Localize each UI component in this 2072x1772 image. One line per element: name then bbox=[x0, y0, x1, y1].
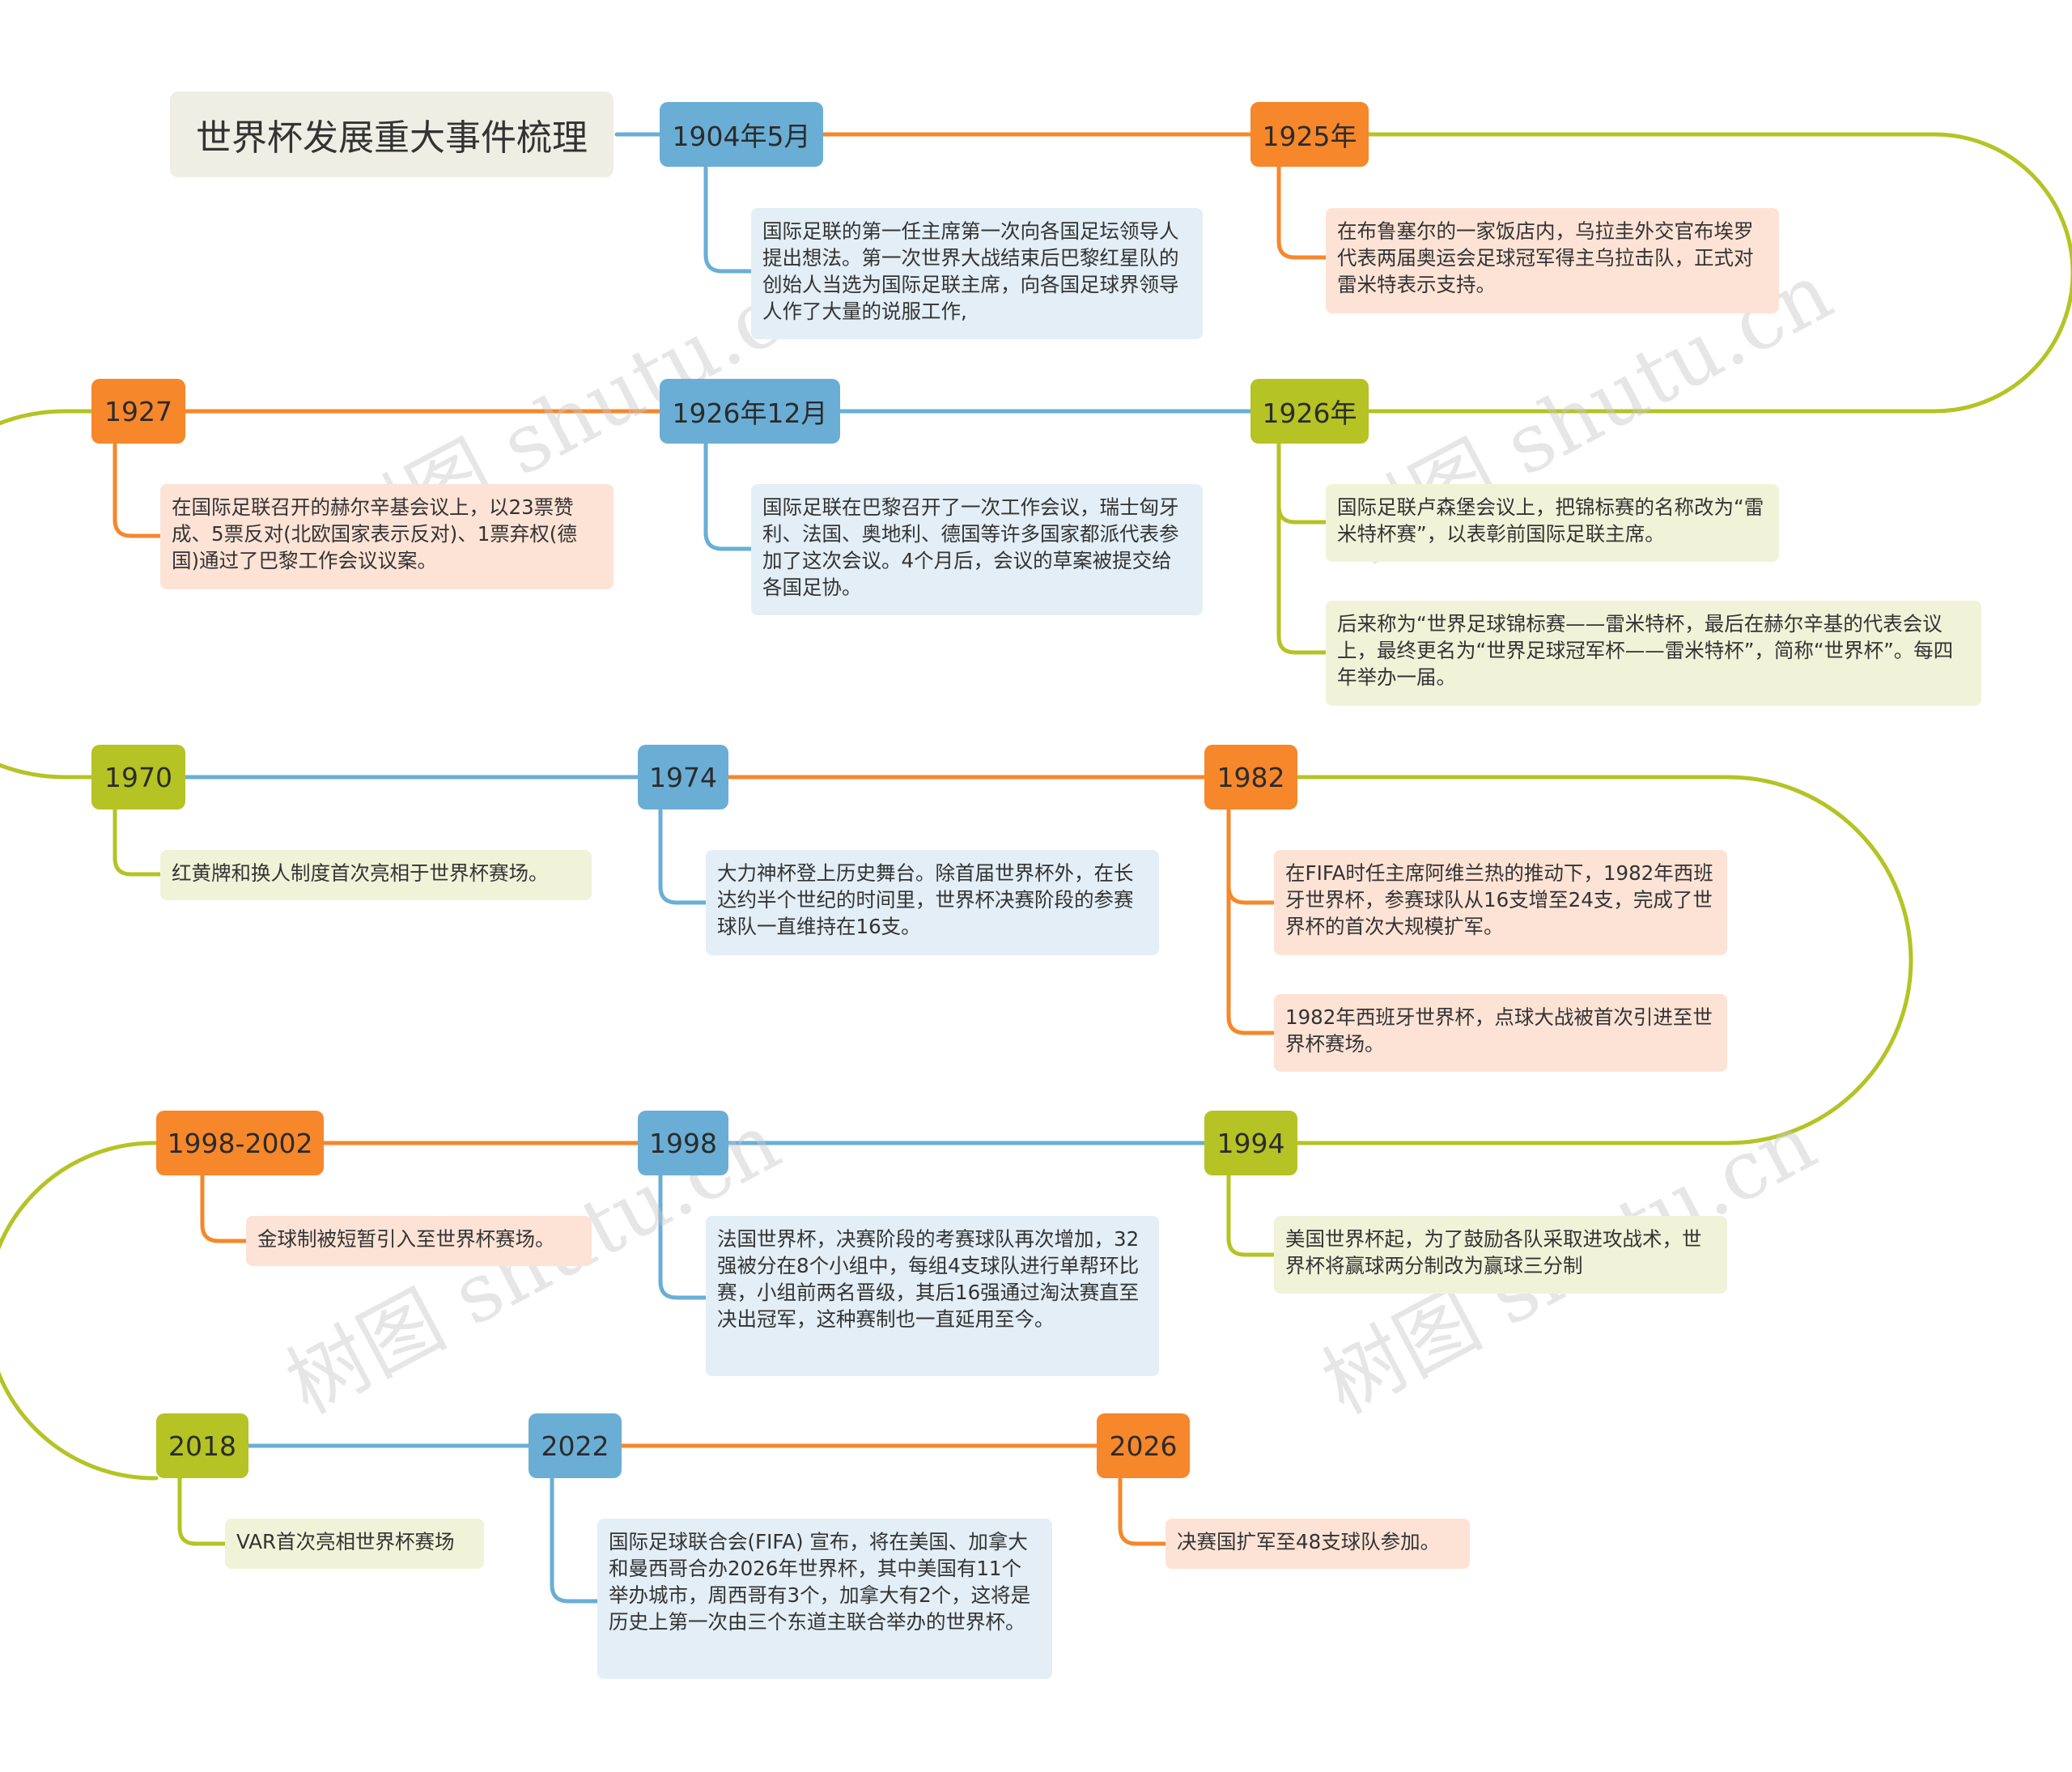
note-1925: 在布鲁塞尔的一家饭店内，乌拉圭外交官布埃罗代表两届奥运会足球冠军得主乌拉击队，正… bbox=[1326, 208, 1779, 313]
node-1998[interactable]: 1998 bbox=[638, 1111, 728, 1175]
branch-1904 bbox=[703, 164, 755, 274]
branch-2022 bbox=[550, 1476, 601, 1604]
note-1982b: 1982年西班牙世界杯，点球大战被首次引进至世界杯赛场。 bbox=[1274, 994, 1727, 1072]
connector-1982-1994 bbox=[1295, 775, 1913, 1145]
node-2026[interactable]: 2026 bbox=[1097, 1413, 1190, 1478]
branch-1970 bbox=[113, 807, 164, 877]
branch-1982b bbox=[1226, 807, 1278, 1035]
note-1904: 国际足联的第一任主席第一次向各国足坛领导人提出想法。第一次世界大战结束后巴黎红星… bbox=[751, 208, 1203, 339]
note-1926b: 后来称为“世界足球锦标赛——雷米特杯，最后在赫尔辛基的代表会议上，最终更名为“世… bbox=[1326, 601, 1981, 706]
note-1970: 红黄牌和换人制度首次亮相于世界杯赛场。 bbox=[160, 850, 592, 900]
node-1904[interactable]: 1904年5月 bbox=[660, 102, 823, 167]
note-1982a: 在FIFA时任主席阿维兰热的推动下，1982年西班牙世界杯，参赛球队从16支增至… bbox=[1274, 850, 1727, 955]
diagram-title: 世界杯发展重大事件梳理 bbox=[170, 91, 614, 177]
note-1926-12: 国际足联在巴黎召开了一次工作会议，瑞士匈牙利、法国、奥地利、德国等许多国家都派代… bbox=[751, 484, 1203, 615]
node-1994[interactable]: 1994 bbox=[1204, 1111, 1297, 1175]
branch-1994 bbox=[1226, 1173, 1278, 1257]
branch-2018 bbox=[177, 1476, 229, 1546]
node-1926[interactable]: 1926年 bbox=[1250, 379, 1369, 444]
node-1974[interactable]: 1974 bbox=[638, 745, 728, 810]
branch-1925 bbox=[1276, 164, 1328, 260]
branch-1926a bbox=[1276, 441, 1328, 525]
branch-2026 bbox=[1118, 1476, 1170, 1546]
note-2026: 决赛国扩军至48支球队参加。 bbox=[1166, 1519, 1470, 1569]
branch-1926b bbox=[1276, 441, 1328, 655]
connector-1927-1970 bbox=[0, 409, 94, 780]
branch-1998 bbox=[658, 1173, 710, 1300]
note-1998-2002: 金球制被短暂引入至世界杯赛场。 bbox=[246, 1216, 592, 1266]
node-2022[interactable]: 2022 bbox=[529, 1413, 622, 1478]
note-1927: 在国际足联召开的赫尔辛基会议上，以23票赞成、5票反对(北欧国家表示反对)、1票… bbox=[160, 484, 614, 589]
note-2022: 国际足球联合会(FIFA) 宣布，将在美国、加拿大和曼西哥合办2026年世界杯，… bbox=[597, 1519, 1052, 1679]
note-2018: VAR首次亮相世界杯赛场 bbox=[225, 1519, 484, 1569]
branch-1998-2002 bbox=[200, 1173, 252, 1243]
node-1998-2002[interactable]: 1998-2002 bbox=[156, 1111, 324, 1175]
node-2018[interactable]: 2018 bbox=[156, 1413, 248, 1478]
branch-1974 bbox=[658, 807, 710, 905]
node-1970[interactable]: 1970 bbox=[91, 745, 185, 810]
node-1927[interactable]: 1927 bbox=[91, 379, 185, 444]
node-1926-12[interactable]: 1926年12月 bbox=[660, 379, 840, 444]
branch-1982a bbox=[1226, 807, 1278, 905]
node-1925[interactable]: 1925年 bbox=[1250, 102, 1369, 167]
branch-1927 bbox=[113, 441, 164, 538]
branch-1926-12 bbox=[703, 441, 755, 551]
note-1926a: 国际足联卢森堡会议上，把锦标赛的名称改为“雷米特杯赛”，以表彰前国际足联主席。 bbox=[1326, 484, 1779, 562]
note-1994: 美国世界杯起，为了鼓励各队采取进攻战术，世界杯将赢球两分制改为赢球三分制 bbox=[1274, 1216, 1727, 1294]
node-1982[interactable]: 1982 bbox=[1204, 745, 1297, 810]
note-1974: 大力神杯登上历史舞台。除首届世界杯外，在长达约半个世纪的时间里，世界杯决赛阶段的… bbox=[706, 850, 1159, 955]
note-1998: 法国世界杯，决赛阶段的考赛球队再次增加，32强被分在8个小组中，每组4支球队进行… bbox=[706, 1216, 1159, 1376]
connector-1998-2002-2018 bbox=[0, 1141, 159, 1481]
connector-1925-1926 bbox=[1366, 132, 2072, 414]
